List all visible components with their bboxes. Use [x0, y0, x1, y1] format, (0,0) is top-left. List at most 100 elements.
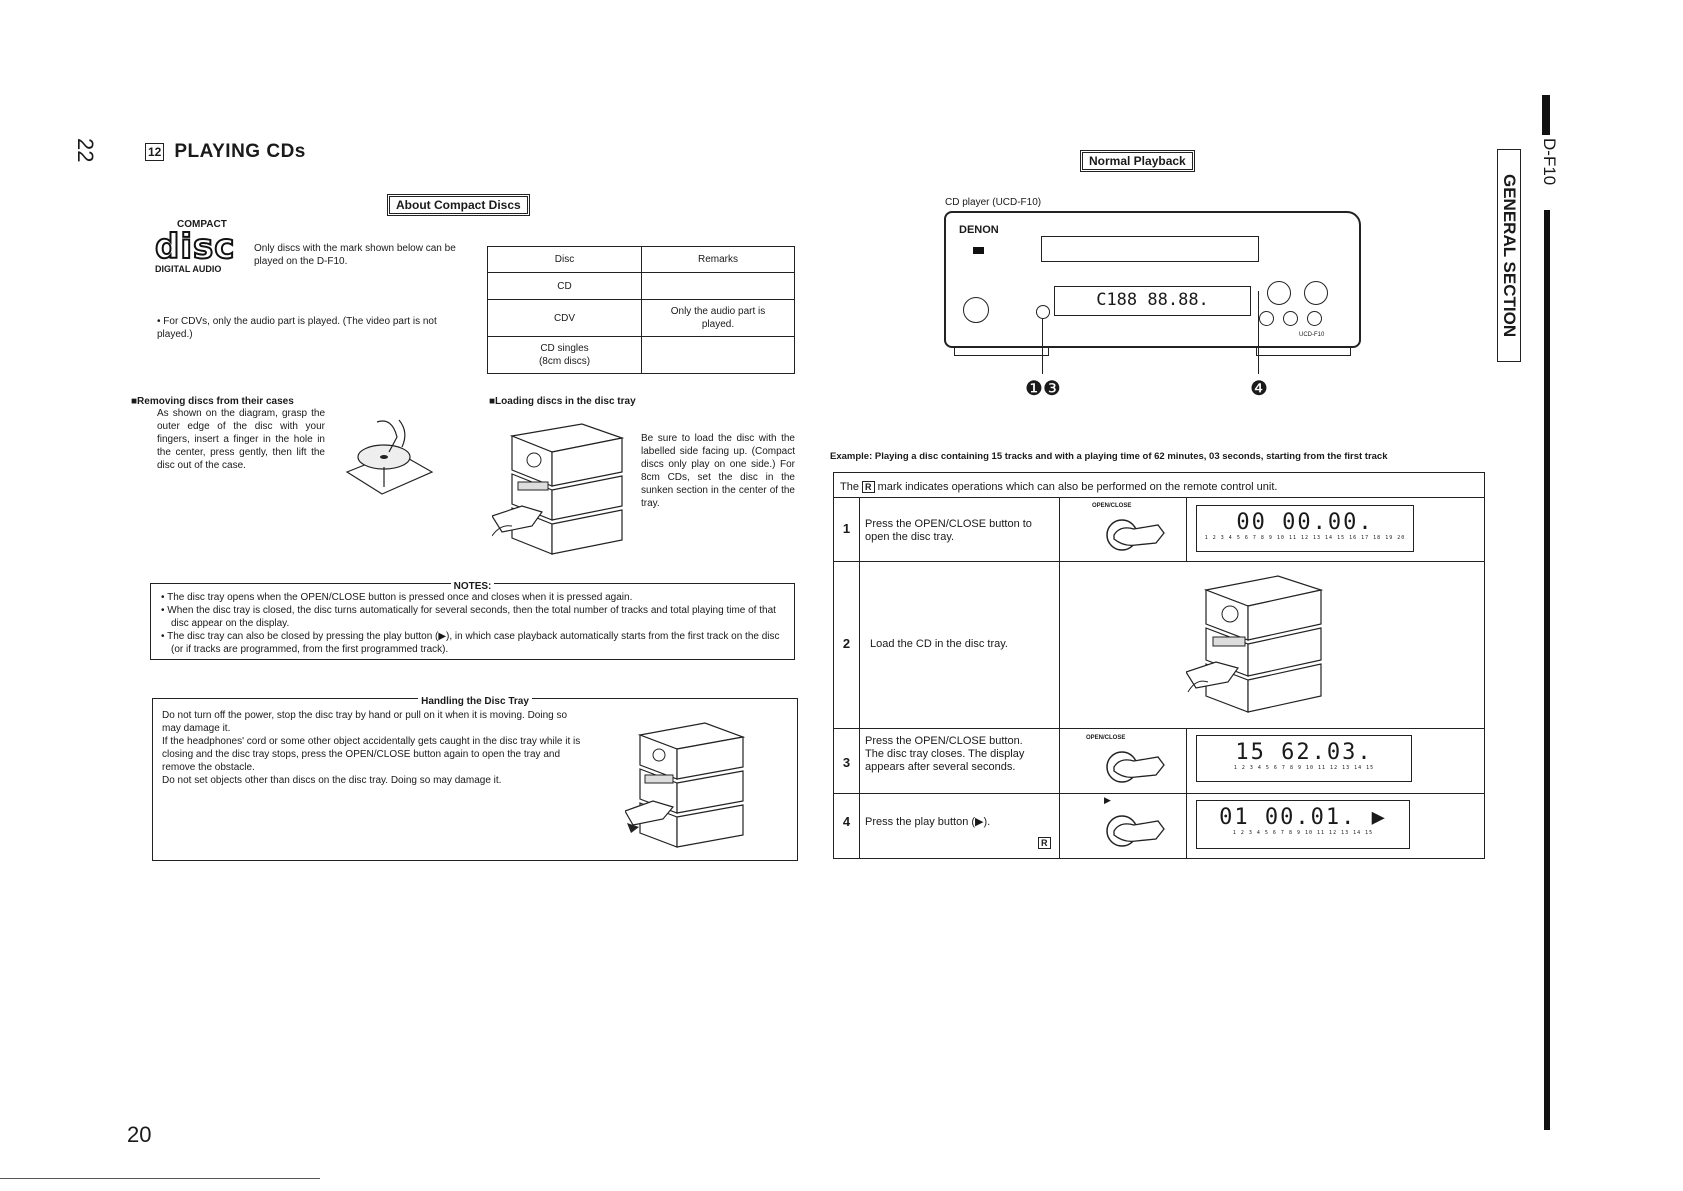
disc-table: Disc Remarks CD CDV Only the audio part … — [487, 246, 795, 374]
player-model-label: UCD-F10 — [1299, 332, 1325, 338]
table-row: CD — [487, 272, 795, 300]
skip-back-knob-icon — [1283, 311, 1298, 326]
step-number: 3 — [842, 755, 851, 770]
compact-disc-logo: COMPACT disc DIGITAL AUDIO — [154, 219, 250, 275]
table-header: Remarks — [641, 246, 795, 273]
removing-text: As shown on the diagram, grasp the outer… — [157, 408, 325, 471]
bottom-rule — [0, 1178, 320, 1179]
step-number: 4 — [842, 814, 851, 829]
step-display: 15 62.03. 1 2 3 4 5 6 7 8 9 10 11 12 13 … — [1196, 735, 1412, 782]
col-divider — [1186, 497, 1187, 561]
step-number: 2 — [842, 636, 851, 651]
table-row: CD singles (8cm discs) — [487, 336, 795, 374]
table-cell — [641, 272, 795, 300]
side-model-label: D-F10 — [1540, 138, 1559, 186]
player-display-readout: C188 88.88. — [1096, 290, 1209, 310]
power-knob-icon — [963, 297, 989, 323]
disc-tray-slot — [1041, 236, 1259, 262]
hand-press-icon — [1106, 519, 1165, 551]
handling-paragraph: Do not turn off the power, stop the disc… — [162, 710, 568, 734]
headphone-jack-icon — [1036, 305, 1050, 319]
player-brand: DENON — [959, 224, 999, 236]
step-display-readout: 01 00.01. ▶ — [1219, 805, 1387, 830]
remote-note-pre: The — [840, 481, 859, 493]
handling-title: Handling the Disc Tray — [153, 691, 797, 709]
step-text: Press the OPEN/CLOSE button. The disc tr… — [865, 735, 1025, 773]
logo-bottom: DIGITAL AUDIO — [155, 264, 222, 274]
stop-knob-icon — [1259, 311, 1274, 326]
remote-note: The R mark indicates operations which ca… — [840, 481, 1277, 494]
section-title: PLAYING CDs — [174, 141, 306, 162]
step-button-label: OPEN/CLOSE — [1092, 503, 1132, 509]
stereo-handling-illustration — [625, 722, 746, 848]
rotated-page-number: 22 — [73, 138, 98, 163]
step-text: Press the play button (▶). — [865, 816, 991, 828]
hand-press-icon — [1106, 751, 1165, 783]
play-arrow-label: ▶ — [1104, 795, 1111, 805]
step-button-label: OPEN/CLOSE — [1086, 735, 1126, 741]
play-knob-icon — [1304, 281, 1328, 305]
power-indicator-icon — [973, 247, 984, 254]
row-divider — [834, 561, 1484, 562]
remote-mark-icon: R — [1038, 837, 1051, 849]
player-foot-left — [954, 348, 1049, 356]
callout-line-right — [1258, 291, 1259, 374]
about-heading: About Compact Discs — [387, 194, 530, 216]
notes-item: • The disc tray opens when the OPEN/CLOS… — [161, 592, 633, 603]
loading-text: Be sure to load the disc with the labell… — [641, 433, 795, 509]
step-display-tracks: 1 2 3 4 5 6 7 8 9 10 11 12 13 14 15 — [1233, 765, 1375, 771]
table-header: Disc — [487, 246, 642, 273]
step-display-tracks: 1 2 3 4 5 6 7 8 9 10 11 12 13 14 15 — [1232, 830, 1374, 836]
table-cell: Only the audio part is played. — [641, 299, 795, 337]
stereo-loading-illustration — [492, 423, 625, 555]
skip-fwd-knob-icon — [1307, 311, 1322, 326]
row-divider — [834, 497, 1484, 498]
cdv-note: • For CDVs, only the audio part is playe… — [157, 316, 437, 340]
step-display-readout: 00 00.00. — [1236, 510, 1374, 535]
logo-word: disc — [154, 227, 236, 267]
handling-paragraph: If the headphones' cord or some other ob… — [162, 736, 581, 773]
side-bar-long — [1544, 210, 1550, 1130]
notes-item: • When the disc tray is closed, the disc… — [161, 605, 776, 629]
table-cell: CD — [487, 272, 642, 300]
stereo-step-illustration — [1186, 575, 1324, 713]
logo-top: COMPACT — [177, 219, 227, 230]
side-bar-top — [1542, 95, 1550, 135]
steps-table: The R mark indicates operations which ca… — [833, 472, 1485, 859]
handling-text: Do not turn off the power, stop the disc… — [162, 709, 586, 787]
section-number: 12 — [145, 143, 165, 161]
loading-heading: ■Loading discs in the disc tray — [489, 396, 636, 407]
step-display-tracks: 1 2 3 4 5 6 7 8 9 10 11 12 13 14 15 16 1… — [1204, 535, 1406, 541]
remote-mark-icon: R — [862, 481, 875, 493]
example-caption: Example: Playing a disc containing 15 tr… — [830, 451, 1388, 462]
row-divider — [834, 728, 1484, 729]
step-display-readout: 15 62.03. — [1235, 740, 1373, 765]
normal-playback-heading: Normal Playback — [1080, 150, 1195, 172]
callout-right: ❹ — [1250, 378, 1268, 400]
step-text: Load the CD in the disc tray. — [870, 638, 1008, 650]
notes-box: NOTES: • The disc tray opens when the OP… — [150, 581, 795, 660]
notes-list: • The disc tray opens when the OPEN/CLOS… — [161, 591, 786, 656]
table-row: CDV Only the audio part is played. — [487, 299, 795, 337]
section-heading: 12 PLAYING CDs — [145, 141, 306, 163]
step-display: 00 00.00. 1 2 3 4 5 6 7 8 9 10 11 12 13 … — [1196, 505, 1414, 552]
cd-player-illustration: DENON C188 88.88. UCD-F10 — [944, 211, 1361, 374]
table-cell: CDV — [487, 299, 642, 337]
open-close-knob-icon — [1267, 281, 1291, 305]
table-cell: CD singles (8cm discs) — [487, 336, 642, 374]
side-section-label: GENERAL SECTION — [1497, 149, 1521, 362]
callout-left: ❶❸ — [1025, 378, 1061, 400]
handling-paragraph: Do not set objects other than discs on t… — [162, 775, 502, 786]
removing-heading: ■Removing discs from their cases — [131, 396, 294, 407]
col-divider — [859, 497, 860, 858]
step-number: 1 — [842, 521, 851, 536]
notes-item: • The disc tray can also be closed by pr… — [161, 631, 780, 655]
hand-press-icon — [1106, 815, 1165, 847]
player-foot-right — [1256, 348, 1351, 356]
page-number: 20 — [127, 1122, 152, 1147]
mark-text: Only discs with the mark shown below can… — [254, 243, 456, 267]
step-text: Press the OPEN/CLOSE button to open the … — [865, 518, 1032, 543]
col-divider — [1059, 497, 1060, 858]
step-display: 01 00.01. ▶ 1 2 3 4 5 6 7 8 9 10 11 12 1… — [1196, 800, 1410, 849]
player-display: C188 88.88. — [1054, 286, 1251, 316]
